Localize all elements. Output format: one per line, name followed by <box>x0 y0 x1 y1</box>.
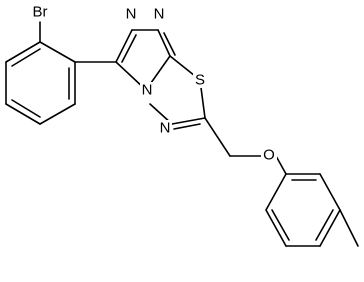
bond <box>204 117 231 157</box>
bond <box>163 32 176 56</box>
atom-label-bromine: Br <box>33 4 48 21</box>
bond <box>115 29 133 63</box>
bromophenyl-ring <box>5 41 76 125</box>
atom-label-nitrogen: N <box>142 82 153 99</box>
atom-label-oxygen: O <box>263 147 275 164</box>
tolyl-ring <box>265 173 341 247</box>
bond <box>339 209 359 247</box>
bond <box>265 209 287 247</box>
bond <box>5 41 41 63</box>
bond <box>121 34 137 63</box>
bond <box>319 209 341 247</box>
atom-label-nitrogen: N <box>160 120 171 137</box>
bond <box>5 103 41 125</box>
bond <box>157 29 171 57</box>
atom-label-nitrogen: N <box>154 6 165 23</box>
atom-labels: Br N N N N S O <box>28 3 277 164</box>
atom-label-nitrogen: N <box>126 6 137 23</box>
bond <box>39 103 76 125</box>
bond <box>315 209 334 241</box>
bond <box>271 209 290 241</box>
atom-label-sulfur: S <box>195 72 205 89</box>
bond <box>39 41 76 63</box>
bond <box>265 173 287 211</box>
thiadiazole-ring <box>149 55 206 130</box>
bond <box>11 99 41 118</box>
bond <box>275 155 287 175</box>
bond <box>173 123 201 130</box>
bond <box>11 48 41 67</box>
bond <box>171 117 206 125</box>
bond <box>319 173 341 211</box>
